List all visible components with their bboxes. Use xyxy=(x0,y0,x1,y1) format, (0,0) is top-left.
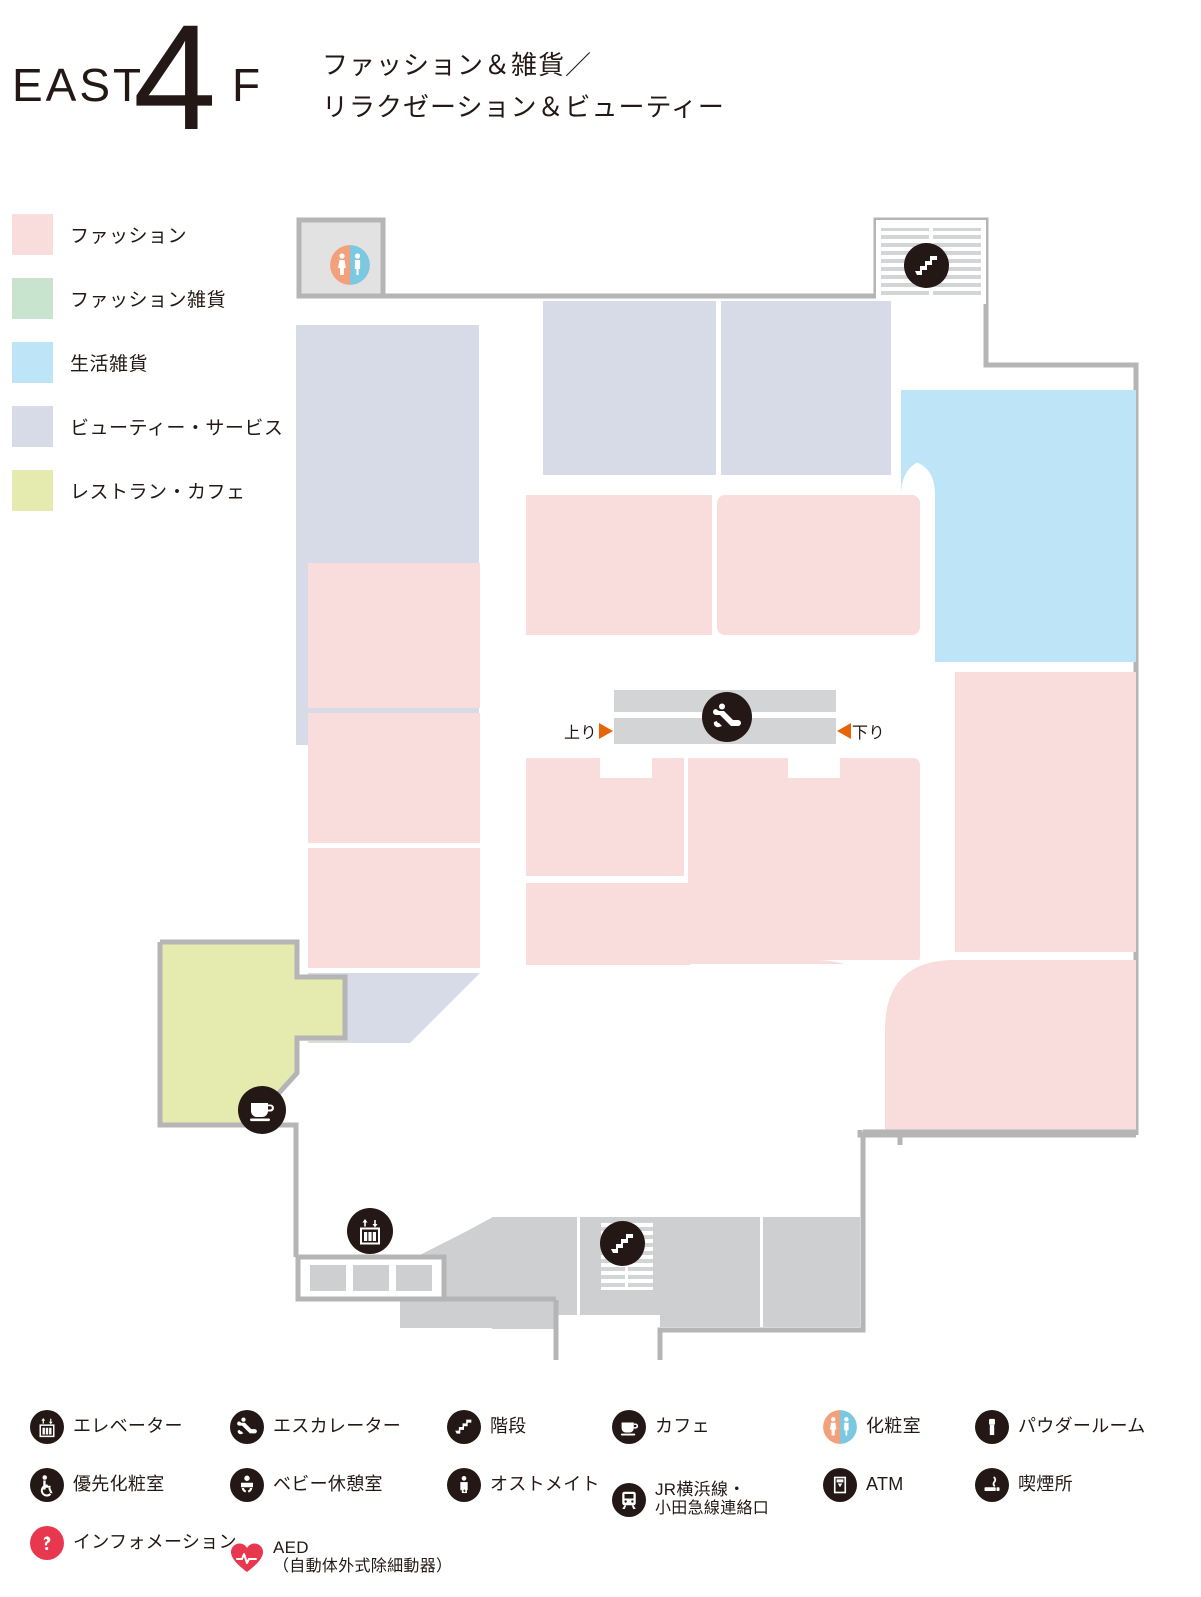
facility-label-line-2: 小田急線連絡口 xyxy=(655,1500,770,1518)
cafe-icon[interactable] xyxy=(238,1086,286,1134)
restroom-icon xyxy=(823,1410,857,1444)
elevator-icon[interactable] xyxy=(347,1208,393,1254)
powder-room-icon xyxy=(975,1410,1009,1444)
escalator-up-arrow xyxy=(599,723,613,739)
color-swatch-fashion xyxy=(12,214,53,255)
zone-fashion-center-bottom xyxy=(526,758,920,965)
color-swatch-restaurant-cafe xyxy=(12,470,53,511)
train-icon xyxy=(612,1482,646,1517)
facility-label: パウダールーム xyxy=(1018,1416,1146,1437)
category-legend-label: ファッション雑貨 xyxy=(70,290,227,311)
stairs-icon xyxy=(447,1410,481,1444)
facility-label: 階段 xyxy=(490,1416,527,1437)
cafe-icon xyxy=(612,1410,646,1444)
floor-map[interactable]: 上り 下り xyxy=(0,195,1201,1360)
zone-fashion-left-3 xyxy=(308,848,480,968)
facility-label: インフォメーション xyxy=(73,1532,237,1553)
facility-item-restroom: 化粧室 xyxy=(823,1410,921,1444)
facility-label: 化粧室 xyxy=(866,1416,921,1437)
category-legend-item-restaurant-cafe: レストラン・カフェ xyxy=(12,470,292,534)
facility-label: カフェ xyxy=(655,1416,710,1437)
restroom-icon[interactable] xyxy=(330,245,370,285)
facility-label: AED （自動体外式除細動器） xyxy=(273,1518,452,1597)
accessible-restroom-icon xyxy=(30,1468,64,1502)
facility-label: オストメイト xyxy=(490,1474,600,1495)
header-subtitle: ファッション＆雑貨／ リラクゼーション＆ビューティー xyxy=(322,44,725,128)
zone-fashion-center-top xyxy=(526,495,920,635)
zone-fashion-left-1 xyxy=(308,563,480,708)
header-floor-number: 4 xyxy=(133,0,216,161)
facility-label: 喫煙所 xyxy=(1018,1474,1073,1495)
zone-fashion-left-2 xyxy=(308,713,480,843)
facility-label: JR横浜線・ 小田急線連絡口 xyxy=(655,1460,769,1539)
escalator-down-arrow xyxy=(837,723,851,739)
facility-label: ベビー休憩室 xyxy=(273,1474,383,1495)
facility-item-train-connection: JR横浜線・ 小田急線連絡口 xyxy=(612,1460,769,1539)
header-floor-letter: F xyxy=(232,59,261,111)
smoking-icon xyxy=(975,1468,1009,1502)
facility-label: エスカレーター xyxy=(273,1416,402,1437)
facility-item-elevator: エレベーター xyxy=(30,1410,183,1444)
zone-beauty-c xyxy=(721,301,891,475)
zone-fashion-right-1 xyxy=(955,672,1136,952)
elevator-icon xyxy=(30,1410,64,1444)
aed-icon xyxy=(230,1541,264,1575)
facility-item-smoking: 喫煙所 xyxy=(975,1468,1073,1502)
zone-beauty-b xyxy=(543,301,716,475)
escalator-down-label: 下り xyxy=(852,725,886,742)
stairs-icon[interactable] xyxy=(600,1221,645,1266)
escalator-icon xyxy=(230,1410,264,1444)
stairs-north-cell xyxy=(876,220,986,304)
facility-item-baby-room: ベビー休憩室 xyxy=(230,1468,383,1502)
facility-label-line-1: JR横浜線・ xyxy=(655,1480,746,1500)
facility-item-ostomate: オストメイト xyxy=(447,1468,600,1502)
color-swatch-lifestyle-goods xyxy=(12,342,53,383)
facility-label: エレベーター xyxy=(73,1416,183,1437)
header-subtitle-line-1: ファッション＆雑貨／ xyxy=(322,50,593,80)
category-legend-label: 生活雑貨 xyxy=(70,354,149,375)
category-legend: ファッション ファッション雑貨 生活雑貨 ビューティー・サービス レストラン・カ… xyxy=(12,214,292,534)
page-header: EAST 4 F ファッション＆雑貨／ リラクゼーション＆ビューティー xyxy=(0,0,1201,190)
facility-item-accessible-restroom: 優先化粧室 xyxy=(30,1468,165,1502)
zone-beauty-left-wedge xyxy=(308,973,480,1043)
facility-label: 優先化粧室 xyxy=(73,1474,165,1495)
escalator-icon[interactable] xyxy=(702,692,752,742)
facility-item-stairs: 階段 xyxy=(447,1410,527,1444)
category-legend-item-lifestyle-goods: 生活雑貨 xyxy=(12,342,292,406)
facility-legend: エレベーター エスカレーター 階段 カフェ xyxy=(0,1400,1201,1576)
facility-label-line-2: （自動体外式除細動器） xyxy=(273,1558,453,1576)
color-swatch-beauty-service xyxy=(12,406,53,447)
escalator-up-label: 上り xyxy=(564,725,598,742)
baby-room-icon xyxy=(230,1468,264,1502)
elevator-bank xyxy=(295,1254,447,1302)
header-subtitle-line-2: リラクゼーション＆ビューティー xyxy=(322,92,725,123)
facility-item-information: インフォメーション xyxy=(30,1526,237,1560)
atm-icon xyxy=(823,1468,857,1502)
facility-item-aed: AED （自動体外式除細動器） xyxy=(230,1518,452,1597)
category-legend-label: ビューティー・サービス xyxy=(70,418,284,439)
category-legend-item-beauty-service: ビューティー・サービス xyxy=(12,406,292,470)
color-swatch-fashion-goods xyxy=(12,278,53,319)
header-wing-label: EAST xyxy=(12,59,145,111)
facility-label: ATM xyxy=(866,1474,904,1495)
information-icon xyxy=(30,1526,64,1560)
facility-label-line-1: AED xyxy=(273,1538,309,1558)
facility-item-powder-room: パウダールーム xyxy=(975,1410,1146,1444)
stairs-icon[interactable] xyxy=(904,243,949,288)
category-legend-item-fashion-goods: ファッション雑貨 xyxy=(12,278,292,342)
facility-item-escalator: エスカレーター xyxy=(230,1410,401,1444)
facility-item-atm: ATM xyxy=(823,1468,904,1502)
category-legend-label: ファッション xyxy=(70,226,188,247)
facility-item-cafe: カフェ xyxy=(612,1410,710,1444)
ostomate-icon xyxy=(447,1468,481,1502)
category-legend-item-fashion: ファッション xyxy=(12,214,292,278)
category-legend-label: レストラン・カフェ xyxy=(70,482,246,503)
